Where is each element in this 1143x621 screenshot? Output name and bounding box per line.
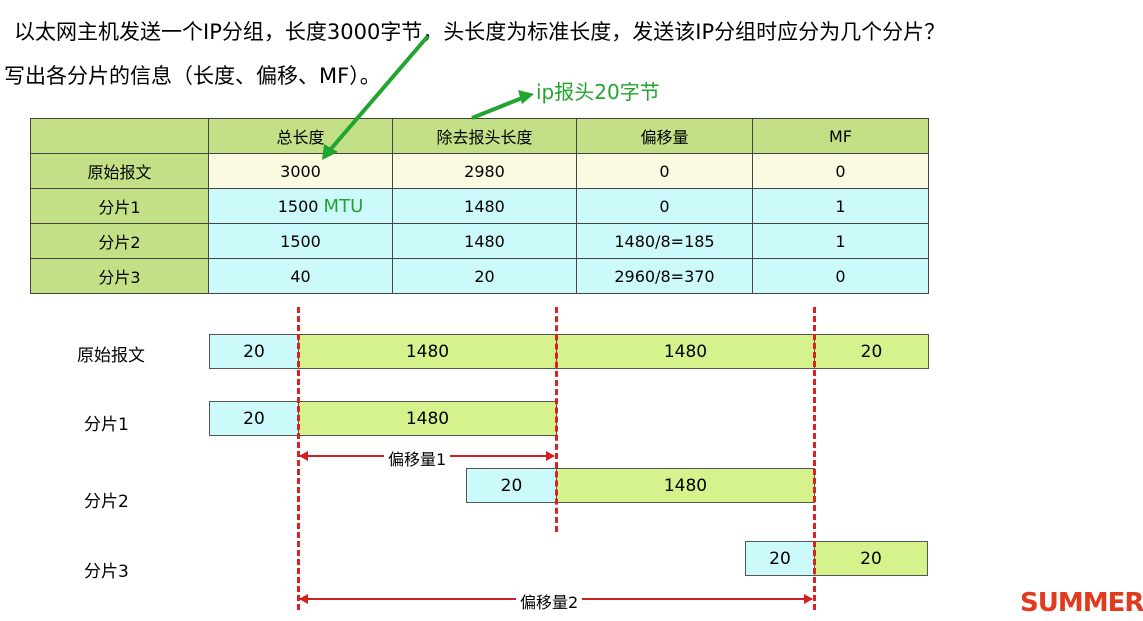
cell-mf: 1 bbox=[752, 188, 929, 224]
cell-offset: 0 bbox=[576, 188, 753, 224]
brand-latin: SUMMER bbox=[1020, 588, 1143, 618]
cell-payload: 1480 bbox=[392, 188, 577, 224]
cell-payload: 2980 bbox=[392, 153, 577, 189]
cell-total: 3000 bbox=[208, 153, 393, 189]
boundary-line-start bbox=[297, 307, 300, 610]
total-value: 1500 bbox=[277, 196, 319, 216]
cell-mf: 0 bbox=[752, 258, 929, 294]
row-label: 分片1 bbox=[30, 188, 209, 224]
fragment3-data-segment: 20 bbox=[814, 541, 928, 576]
original-data-segment-3: 20 bbox=[814, 334, 929, 369]
cell-mf: 1 bbox=[752, 223, 929, 259]
total-value: 40 bbox=[290, 266, 311, 286]
original-data-segment-1: 1480 bbox=[298, 334, 557, 369]
table-header-row: 总长度 除去报头长度 偏移量 MF bbox=[30, 118, 929, 154]
fragment1-header-segment: 20 bbox=[209, 401, 299, 436]
total-value: 3000 bbox=[280, 161, 321, 181]
table-row: 原始报文 3000 2980 0 0 bbox=[30, 153, 929, 189]
diagram-label-fragment3: 分片3 bbox=[84, 562, 129, 582]
row-label: 分片2 bbox=[30, 223, 209, 259]
cell-offset: 2960/8=370 bbox=[576, 258, 753, 294]
cell-payload: 1480 bbox=[392, 223, 577, 259]
boundary-line-offset2 bbox=[813, 307, 816, 610]
offset1-label: 偏移量1 bbox=[384, 446, 451, 470]
cell-offset: 1480/8=185 bbox=[576, 223, 753, 259]
fragment-table: 总长度 除去报头长度 偏移量 MF 原始报文 3000 2980 0 0 分片1… bbox=[30, 118, 929, 294]
fragment3-header-segment: 20 bbox=[745, 541, 815, 576]
fragment1-data-segment: 1480 bbox=[298, 401, 557, 436]
fragment2-header-segment: 20 bbox=[466, 468, 557, 503]
cell-offset: 0 bbox=[576, 153, 753, 189]
question-line-1: 以太网主机发送一个IP分组，长度3000字节，头长度为标准长度，发送该IP分组时… bbox=[14, 20, 946, 44]
header-mf: MF bbox=[752, 118, 929, 154]
mtu-note: MTU bbox=[323, 195, 364, 217]
cell-total: 40 bbox=[208, 258, 393, 294]
header-total-length: 总长度 bbox=[208, 118, 393, 154]
cell-total: 1500 MTU bbox=[208, 188, 393, 224]
table-row: 分片2 1500 1480 1480/8=185 1 bbox=[30, 223, 929, 259]
header-blank bbox=[30, 118, 209, 154]
offset1-arrowhead-left bbox=[299, 451, 308, 461]
fragment2-data-segment: 1480 bbox=[556, 468, 815, 503]
offset2-arrowhead-left bbox=[299, 594, 308, 604]
diagram-label-fragment2: 分片2 bbox=[84, 492, 129, 512]
diagram-label-fragment1: 分片1 bbox=[84, 415, 129, 435]
arrowhead-ip-note bbox=[518, 90, 534, 104]
header-payload-length: 除去报头长度 bbox=[392, 118, 577, 154]
brand-logo: SUMMER课 bbox=[1020, 582, 1143, 619]
offset2-arrowhead-right bbox=[804, 594, 813, 604]
ip-header-note: ip报头20字节 bbox=[536, 80, 660, 104]
question-line-2: 写出各分片的信息（长度、偏移、MF）。 bbox=[4, 64, 381, 88]
table-row: 分片3 40 20 2960/8=370 0 bbox=[30, 258, 929, 294]
diagram-label-original: 原始报文 bbox=[77, 346, 145, 366]
header-offset: 偏移量 bbox=[576, 118, 753, 154]
cell-payload: 20 bbox=[392, 258, 577, 294]
table-row: 分片1 1500 MTU 1480 0 1 bbox=[30, 188, 929, 224]
boundary-line-offset1 bbox=[555, 307, 558, 532]
offset1-arrowhead-right bbox=[546, 451, 555, 461]
total-value: 1500 bbox=[280, 231, 321, 251]
cell-mf: 0 bbox=[752, 153, 929, 189]
original-header-segment: 20 bbox=[209, 334, 299, 369]
row-label: 分片3 bbox=[30, 258, 209, 294]
cell-total: 1500 bbox=[208, 223, 393, 259]
offset2-label: 偏移量2 bbox=[516, 589, 583, 613]
row-label: 原始报文 bbox=[30, 153, 209, 189]
original-data-segment-2: 1480 bbox=[556, 334, 815, 369]
arrow-to-ip-note bbox=[471, 96, 523, 120]
